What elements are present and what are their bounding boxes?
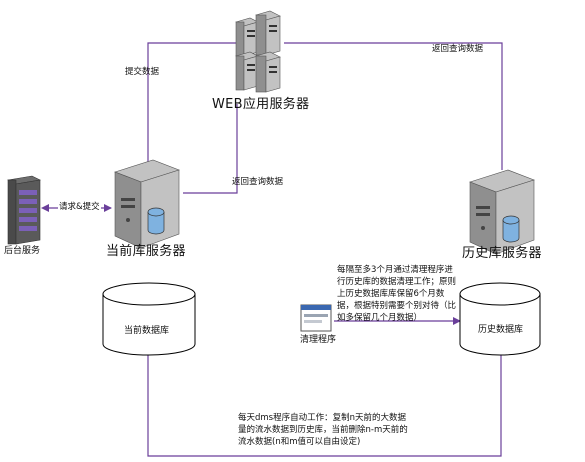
web-server-stack-icon: [235, 10, 281, 93]
web-server-label: WEB应用服务器: [212, 97, 310, 112]
cleanup-note: 每隔至多3个月通过清理程序进行历史库的数据清理工作；原则上历史数据库库保留6个月…: [337, 265, 457, 323]
return-history-line: [284, 42, 503, 170]
history-db-label: 历史数据库: [478, 325, 524, 335]
return-history-edge-label: 返回查询数据: [432, 44, 484, 54]
cleanup-app-icon: [300, 304, 332, 332]
flow-lines: [41, 42, 503, 457]
cleanup-label: 清理程序: [300, 335, 337, 345]
return-current-edge-label: 返回查询数据: [232, 177, 284, 187]
history-server-label: 历史库服务器: [462, 246, 542, 261]
return-current-line: [183, 104, 238, 194]
request-edge-label: 请求&提交: [58, 202, 101, 212]
history-server-icon: [469, 169, 535, 255]
mini-db-icon: [502, 215, 520, 243]
current-server-icon: [114, 159, 180, 249]
current-server-label: 当前库服务器: [106, 244, 186, 259]
dms-line: [147, 355, 502, 457]
current-db-icon: [102, 282, 196, 356]
history-db-icon: [459, 282, 541, 356]
submit-edge-label: 提交数据: [125, 67, 160, 77]
current-db-label: 当前数据库: [124, 326, 170, 336]
dms-note: 每天dms程序自动工作：复制n天前的大数据量的流水数据到历史库，当前删除n-m天…: [238, 413, 408, 447]
mini-db-icon: [147, 207, 165, 235]
backend-label: 后台服务: [4, 246, 41, 256]
submit-line: [147, 42, 236, 178]
backend-server-icon: [7, 175, 41, 245]
